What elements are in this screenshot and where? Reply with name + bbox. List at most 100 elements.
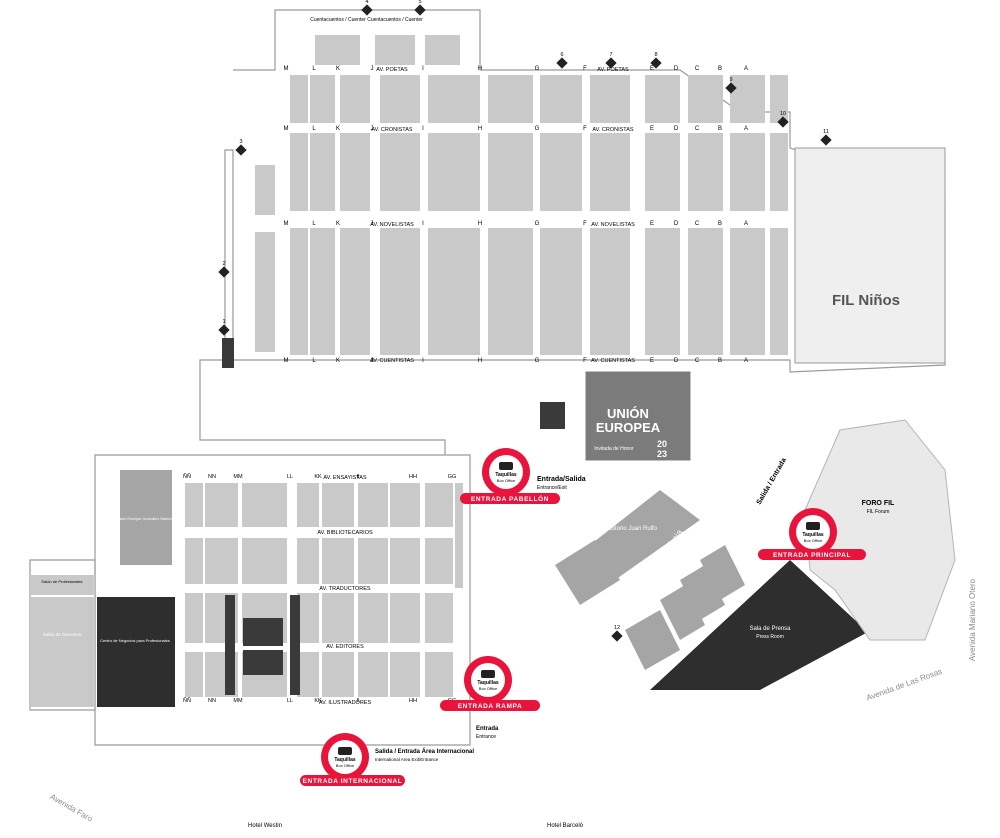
stand — [428, 75, 480, 123]
box-office-label: Box Office — [479, 686, 498, 691]
stand — [310, 133, 335, 211]
foro-fil-label: FORO FIL — [862, 500, 895, 507]
aisle-label: AV. ILUSTRADORES — [319, 700, 372, 706]
stand — [340, 228, 370, 355]
row-letter: I — [422, 66, 424, 72]
salon-2[interactable] — [680, 565, 725, 620]
aisle-label: AV. ENSAYISTAS — [323, 475, 367, 481]
stand — [770, 133, 788, 211]
row-letter: F — [583, 126, 587, 132]
stand — [688, 75, 723, 123]
salones-block: Auditorio Juan Rulfo Salones Planta baja… — [555, 490, 745, 670]
row-letter: E — [650, 358, 654, 364]
stand-dark — [540, 402, 565, 429]
aisle-label: AV. NOVELISTAS — [370, 222, 414, 228]
exit-marker-icon — [218, 266, 230, 278]
stand — [425, 652, 453, 697]
area-internacional-label: Salida / Entrada Área Internacional — [375, 748, 474, 755]
stand — [488, 228, 533, 355]
row-letter: D — [674, 66, 679, 72]
row-letter: L — [312, 126, 316, 132]
entrance-pill — [758, 549, 866, 560]
salon-1[interactable] — [700, 545, 745, 600]
aisle-label: AV. CRONISTAS — [592, 127, 633, 133]
row-letter: J — [371, 126, 374, 132]
salon-6[interactable] — [555, 540, 620, 605]
exit-marker-icon — [556, 57, 568, 69]
row-letter: K — [336, 66, 340, 72]
stand — [730, 133, 765, 211]
exit-number: 3 — [239, 139, 242, 145]
row-letter: C — [695, 221, 700, 227]
stand — [540, 228, 582, 355]
row-letter: L — [312, 221, 316, 227]
row-letter: M — [284, 221, 289, 227]
exit-number: 7 — [609, 52, 612, 58]
row-letter: K — [336, 358, 340, 364]
union-europea-title-2: EUROPEA — [596, 420, 661, 435]
stand — [645, 133, 680, 211]
exit-marker-icon — [414, 4, 426, 16]
stand — [322, 538, 354, 584]
row-letter: NN — [208, 474, 216, 480]
stand — [255, 232, 275, 352]
exit-number: 1 — [222, 319, 225, 325]
exit-number: 6 — [560, 52, 563, 58]
salon-derechos[interactable] — [30, 597, 95, 707]
ticket-icon — [499, 462, 513, 470]
union-europea-pavilion[interactable] — [586, 372, 690, 460]
stand-dark — [290, 595, 300, 695]
exit-marker-icon — [235, 144, 247, 156]
row-letter: H — [478, 126, 482, 132]
fil-ninos-logo: FIL Niños — [832, 292, 900, 309]
centro-negocios[interactable] — [97, 597, 175, 707]
stand — [770, 75, 788, 123]
fil-ninos-area[interactable] — [794, 147, 946, 364]
entrance-pill — [460, 493, 560, 504]
entrance-name: ENTRADA PABELLÓN — [471, 494, 549, 503]
stand — [322, 593, 354, 643]
stand — [590, 133, 630, 211]
salon-4[interactable] — [625, 610, 680, 670]
entrance-exit-label: Entrance/Exit — [537, 485, 567, 491]
exit-number: 8 — [654, 52, 657, 58]
row-letter: H — [478, 66, 482, 72]
row-letter: L — [312, 66, 316, 72]
row-letter: LL — [287, 698, 293, 704]
stand — [340, 133, 370, 211]
salon-enrique[interactable] — [120, 470, 172, 565]
ticket-badge-inner — [489, 455, 523, 489]
stand — [375, 35, 415, 65]
row-letter: II — [356, 698, 360, 704]
aisle-label: AV. BIBLIOTECARIOS — [317, 530, 373, 536]
row-letter: K — [336, 221, 340, 227]
exit-marker-icon — [218, 324, 230, 336]
invitada-honor: Invitada de Honor — [594, 446, 634, 452]
exit-number: 12 — [614, 625, 620, 631]
row-letter: KK — [314, 698, 322, 704]
auditorio-label: Auditorio Juan Rulfo — [603, 526, 658, 532]
row-letter: GG — [448, 474, 457, 480]
stand — [380, 228, 420, 355]
exit-number: 5 — [418, 0, 421, 5]
stand — [315, 35, 360, 65]
stand — [590, 75, 630, 123]
row-letter: H — [478, 358, 482, 364]
stand — [770, 228, 788, 355]
ticket-icon — [806, 522, 820, 530]
sala-de-prensa[interactable] — [650, 560, 868, 690]
stand — [488, 75, 533, 123]
salon-profesionales[interactable] — [30, 575, 95, 595]
auditorio-juan-rulfo[interactable] — [590, 490, 700, 580]
foro-fil-tent[interactable] — [804, 419, 956, 641]
row-letter: G — [535, 358, 540, 364]
salon-enrique-label: Salón Enrique González Martínez — [116, 516, 176, 521]
salon-3[interactable] — [660, 585, 705, 640]
sala-prensa-label-en: Press Room — [756, 634, 784, 640]
